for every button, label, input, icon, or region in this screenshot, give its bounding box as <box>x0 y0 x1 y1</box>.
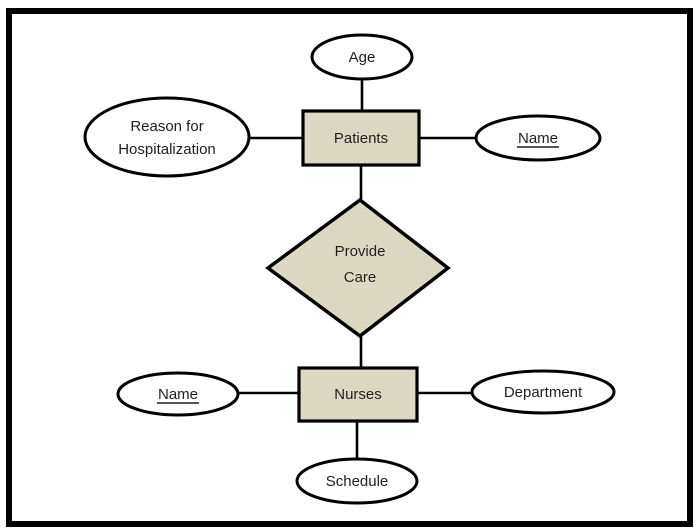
entity-patients: Patients <box>301 109 421 167</box>
attribute-age: Age <box>310 33 414 81</box>
attribute-patient-name: Name <box>474 114 602 162</box>
attribute-reason-label-line1: Reason for <box>130 118 203 135</box>
attribute-department: Department <box>470 369 616 415</box>
attribute-department-label: Department <box>504 384 583 401</box>
entity-patients-rect <box>301 109 421 167</box>
attribute-nurse-name-label: Name <box>158 386 198 403</box>
attribute-schedule-label: Schedule <box>326 473 389 490</box>
relationship-provide-care-diamond <box>265 197 451 339</box>
relationship-provide-care-label-line2: Care <box>344 269 377 286</box>
relationship-provide-care: Provide Care <box>265 197 451 339</box>
attribute-reason-ellipse <box>83 96 251 178</box>
diagram-border-frame <box>6 8 693 527</box>
entity-nurses-rect <box>297 366 419 423</box>
entity-nurses: Nurses <box>297 366 419 423</box>
attribute-nurse-name-ellipse <box>116 371 240 417</box>
attribute-age-label: Age <box>349 49 376 66</box>
attribute-schedule: Schedule <box>295 457 419 505</box>
entity-nurses-label: Nurses <box>334 386 382 403</box>
relationship-provide-care-label-line1: Provide <box>335 243 386 260</box>
attribute-schedule-ellipse <box>295 457 419 505</box>
attribute-patient-name-ellipse <box>474 114 602 162</box>
entity-patients-label: Patients <box>334 130 388 147</box>
attribute-reason-label-line2: Hospitalization <box>118 141 216 158</box>
attribute-nurse-name: Name <box>116 371 240 417</box>
attribute-patient-name-label: Name <box>518 130 558 147</box>
attribute-reason-for-hospitalization: Reason for Hospitalization <box>83 96 251 178</box>
attribute-age-ellipse <box>310 33 414 81</box>
attribute-department-ellipse <box>470 369 616 415</box>
